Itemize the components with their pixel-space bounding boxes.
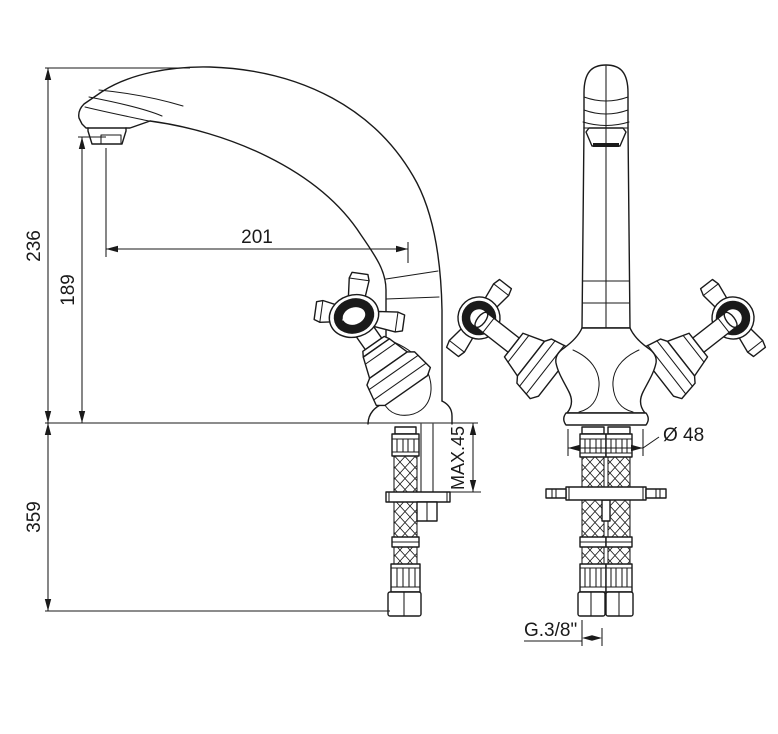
center-stud bbox=[601, 499, 611, 522]
flex-hoses-front bbox=[577, 426, 634, 617]
base-ring bbox=[563, 412, 649, 426]
brand-script-logo-icon bbox=[342, 307, 362, 321]
dim-total-height: 236 bbox=[24, 230, 45, 262]
dim-base-diameter: Ø 48 bbox=[663, 425, 704, 446]
faucet-body-front bbox=[555, 327, 657, 414]
mounting-bracket bbox=[545, 486, 667, 501]
mounting-plate bbox=[385, 491, 451, 503]
dim-spout-reach: 201 bbox=[241, 227, 273, 248]
cross-handle-left bbox=[436, 271, 580, 410]
dim-below-counter: 359 bbox=[24, 501, 45, 533]
threaded-stud bbox=[420, 423, 434, 503]
front-view bbox=[436, 64, 776, 617]
dim-hose-thread: G.3/8" bbox=[524, 620, 577, 641]
aerator-side bbox=[87, 127, 127, 145]
spout-head bbox=[78, 89, 184, 145]
flex-hose-side bbox=[387, 426, 422, 617]
side-view bbox=[78, 66, 453, 617]
side-under-counter bbox=[385, 423, 451, 617]
dim-outlet-height: 189 bbox=[58, 274, 79, 306]
dim-max-counter-thickness: MAX.45 bbox=[448, 426, 468, 490]
cross-handle-right bbox=[632, 271, 776, 410]
spout-column bbox=[581, 127, 631, 329]
flex-hose-left bbox=[577, 426, 607, 617]
dimension-annotations: 236 189 359 201 MAX.45 Ø 48 G.3/8" bbox=[24, 67, 704, 646]
cross-handle-side bbox=[313, 271, 432, 407]
